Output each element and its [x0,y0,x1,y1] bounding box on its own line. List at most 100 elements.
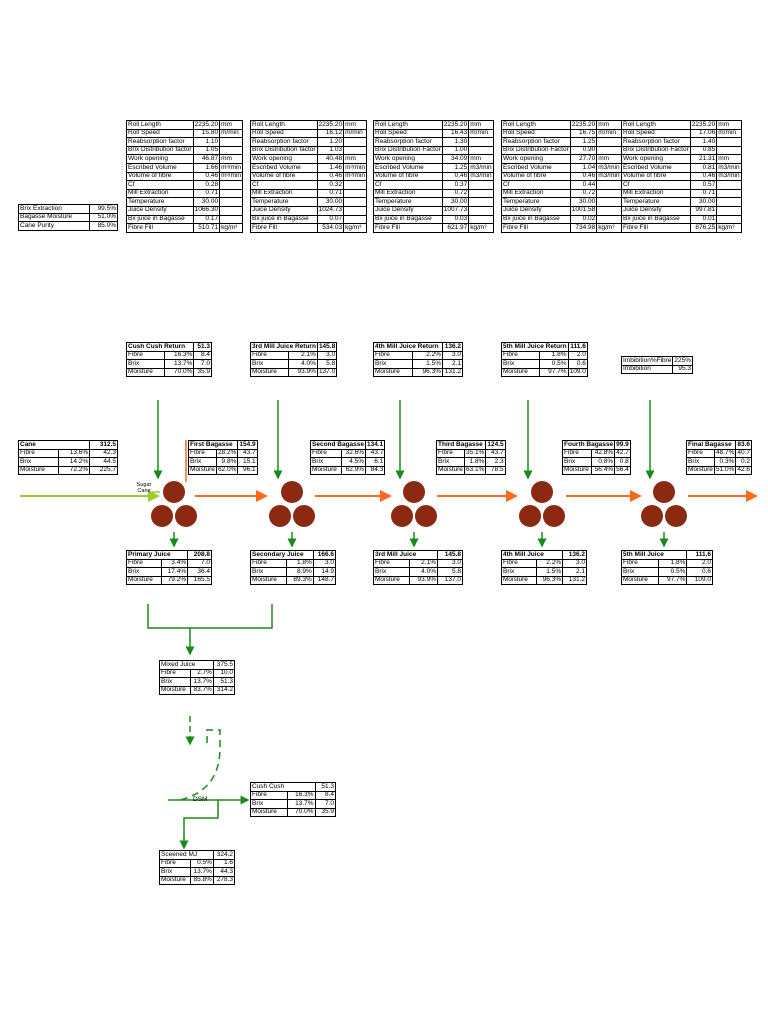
mill-roller [391,505,413,527]
mill-roller [531,481,553,503]
mill-roller [281,481,303,503]
mixed-combine-line [147,604,273,654]
mill-roller [519,505,541,527]
mill-roller [269,505,291,527]
mill-roller [641,505,663,527]
mill-roller [175,505,197,527]
mill-roller [151,505,173,527]
mill-roller [665,505,687,527]
mill-roller [653,481,675,503]
mill-roller [415,505,437,527]
dsm-box [168,799,219,838]
mill-roller [543,505,565,527]
